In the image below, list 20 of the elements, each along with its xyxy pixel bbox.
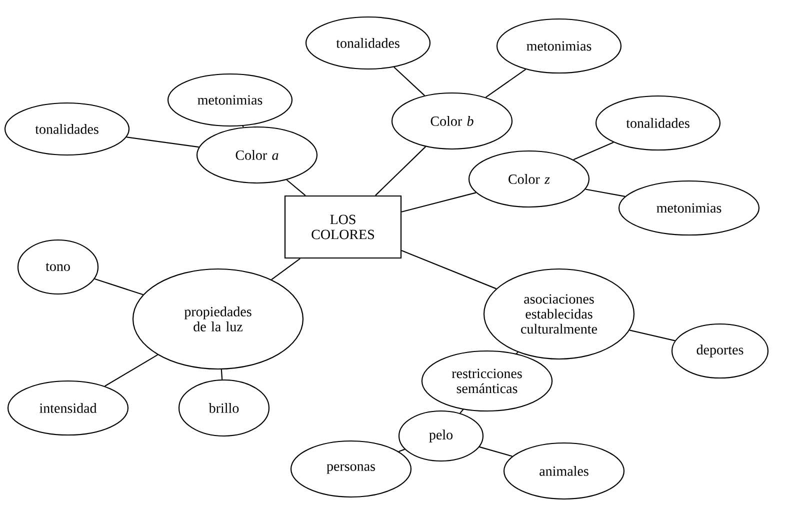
connector-line <box>242 126 244 128</box>
connector-line <box>573 142 614 160</box>
connector-line <box>485 68 526 98</box>
connector-line <box>126 136 199 148</box>
connector-line <box>220 369 223 380</box>
connector-line <box>516 352 518 354</box>
connector-line <box>94 278 144 296</box>
connector-line <box>479 446 512 457</box>
connector-line <box>286 179 306 196</box>
connector-line <box>398 448 405 452</box>
connector-line <box>401 192 476 212</box>
connector-line <box>460 409 464 414</box>
connector-line <box>629 330 676 342</box>
topic-box: LOS COLORES <box>284 195 402 259</box>
connector-line <box>394 66 425 96</box>
connector-line <box>104 354 158 387</box>
connector-line <box>585 188 626 197</box>
connector-line <box>401 250 496 290</box>
connector-line <box>271 258 300 280</box>
connector-line <box>375 146 426 196</box>
